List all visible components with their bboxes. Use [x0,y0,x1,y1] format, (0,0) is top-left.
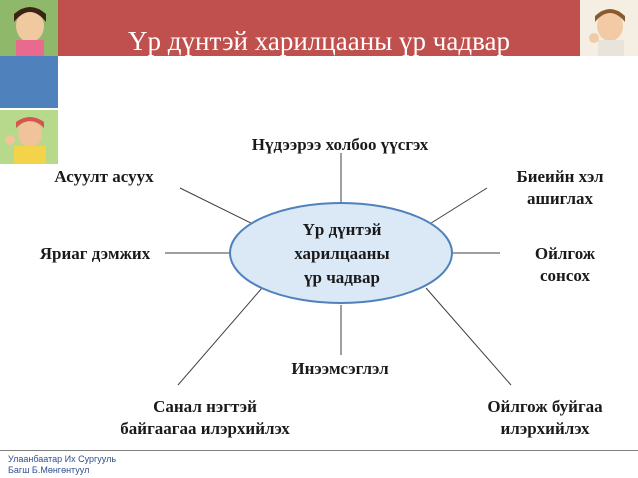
center-label: Үр дүнтэй харилцааны үр чадвар [232,218,452,290]
node-line: Санал нэгтэй [153,397,257,416]
node-line: Яриаг дэмжих [39,244,151,263]
child-photo-left [0,110,58,164]
node-top-left: Асуулт асуух [34,166,174,188]
node-right: Ойлгож сонсох [510,243,620,287]
child-photo-top-left [0,0,58,56]
node-line: сонсох [540,266,590,285]
node-line: Асуулт асуух [54,167,154,186]
connector-top-right [427,187,488,226]
connector-bottom-left [177,287,263,386]
node-line: байгаагаа илэрхийлэх [120,419,290,438]
node-line: Ойлгож [534,244,596,263]
center-line: Үр дүнтэй [302,220,382,239]
node-line: Нүдээрээ холбоо үүсгэх [251,135,429,154]
title-bar: Үр дүнтэй харилцааны үр чадвар [58,0,580,56]
node-bottom-right: Ойлгож буйгаа илэрхийлэх [460,396,630,440]
node-bottom: Инээмсэглэл [270,358,410,380]
page-title: Үр дүнтэй харилцааны үр чадвар [128,26,510,56]
center-line: харилцааны [294,244,390,263]
footer-author: Багш Б.Мөнгөнтуул [8,465,90,475]
center-line: үр чадвар [303,268,381,287]
node-line: Биеийн хэл [516,167,604,186]
center-ellipse [229,202,453,304]
node-line: ашиглах [526,189,594,208]
divider [0,108,58,110]
node-line: Ойлгож буйгаа [487,397,603,416]
child-photo-top-right [580,0,638,56]
connector-top-left [179,187,256,226]
node-line: илэрхийлэх [500,419,590,438]
footer-institution: Улаанбаатар Их Сургууль [8,454,117,464]
node-top-right: Биеийн хэл ашиглах [490,166,630,210]
node-left: Яриаг дэмжих [20,243,170,265]
node-line: Инээмсэглэл [291,359,389,378]
footer: Улаанбаатар Их Сургууль Багш Б.Мөнгөнтуу… [8,454,116,476]
node-top: Нүдээрээ холбоо үүсгэх [220,134,460,156]
connector-bottom-right [425,287,512,386]
blue-accent-block [0,56,58,108]
footer-divider [0,450,638,451]
node-bottom-left: Санал нэгтэй байгаагаа илэрхийлэх [80,396,330,440]
